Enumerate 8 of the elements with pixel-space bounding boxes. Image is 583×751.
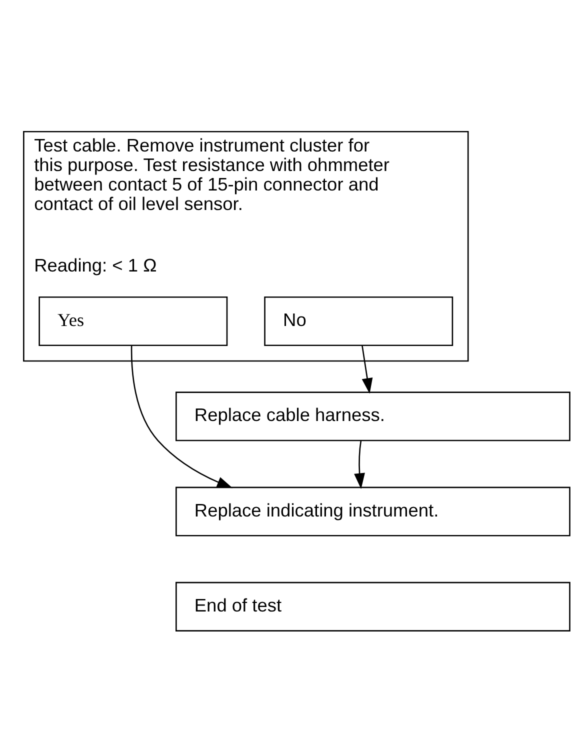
arrow [354,440,365,488]
node-box: Replace indicating instrument. [176,486,570,536]
arrow [130,345,233,488]
node-box: Yes [38,296,228,346]
node-box: End of test [176,581,570,631]
node-box: Replace cable harness. [176,391,570,441]
node-box: No [264,296,454,346]
arrow [362,344,373,394]
